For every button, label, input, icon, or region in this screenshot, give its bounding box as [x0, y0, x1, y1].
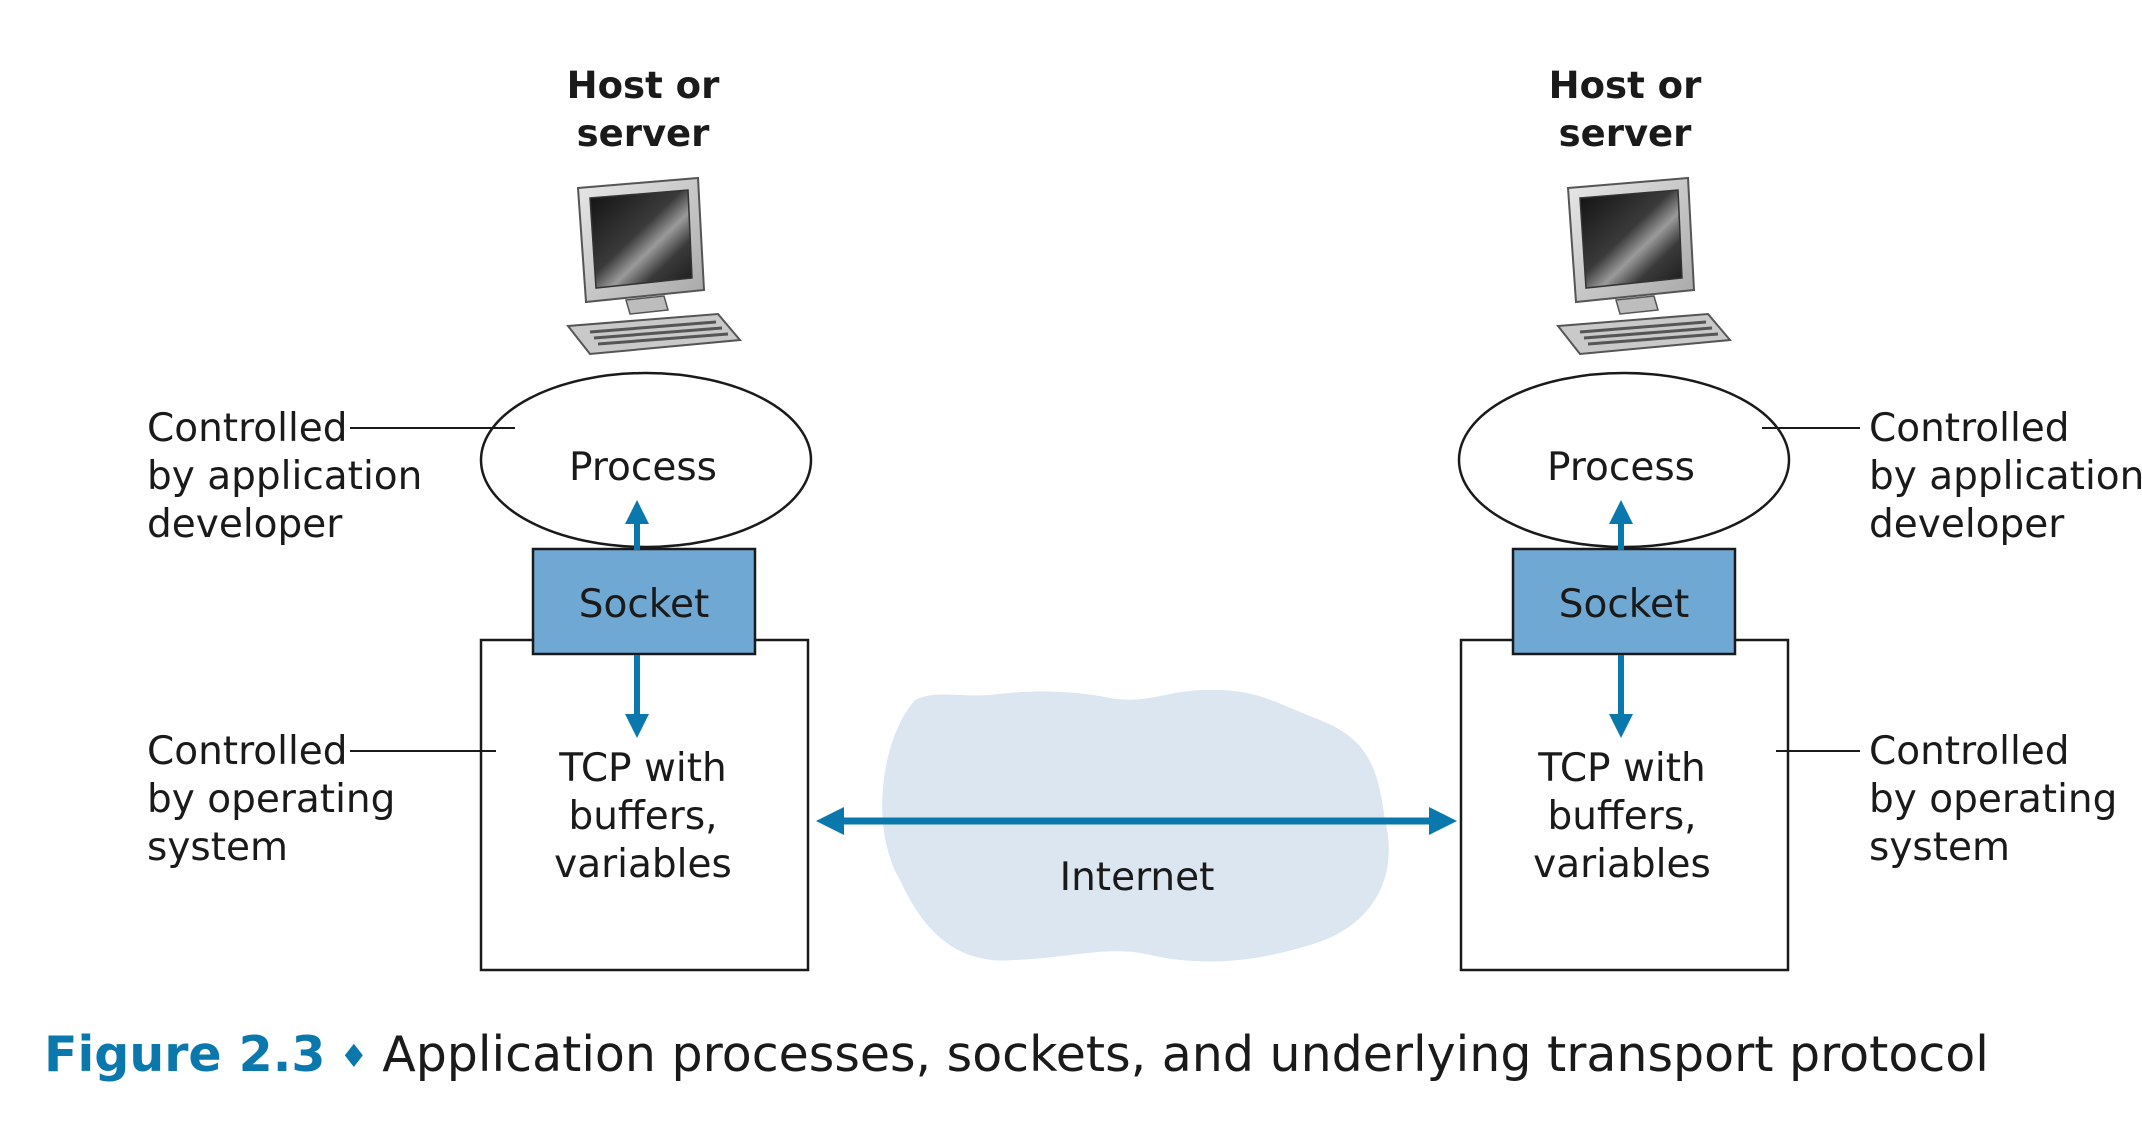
right-socket-box	[1511, 547, 1737, 656]
left-os-control-label-line1: Controlled	[147, 729, 348, 774]
right-app-control-label-line3: developer	[1869, 502, 2065, 547]
left-process-ellipse	[479, 371, 813, 549]
left-app-control-label-line3: developer	[147, 502, 343, 547]
left-tcp-box	[479, 638, 810, 972]
figure-number: Figure 2.3	[44, 1026, 326, 1083]
left-os-control-label-line2: by operating	[147, 777, 395, 822]
right-host: Host or server Process TCP with buffers,…	[1457, 64, 2142, 972]
left-socket-label: Socket	[579, 582, 710, 627]
left-host: Host or server Process TCP with buffers,…	[147, 64, 813, 972]
right-process-label: Process	[1547, 445, 1695, 490]
caption-separator: ♦	[340, 1037, 369, 1075]
left-tcp-label-line3: variables	[554, 842, 732, 887]
right-os-control-label-line2: by operating	[1869, 777, 2117, 822]
right-tcp-label-line2: buffers,	[1547, 794, 1696, 839]
left-os-control-label-line3: system	[147, 825, 288, 870]
left-socket-box	[531, 547, 757, 656]
right-app-control-label-line2: by application	[1869, 454, 2142, 499]
internet-cloud	[882, 689, 1389, 962]
right-computer-icon	[1556, 176, 1732, 356]
left-computer-icon	[566, 176, 742, 356]
left-process-label: Process	[569, 445, 717, 490]
left-app-control-label-line1: Controlled	[147, 406, 348, 451]
figure-caption: Figure 2.3 ♦ Application processes, socket…	[44, 1026, 1989, 1083]
left-host-label-line2: server	[577, 112, 711, 155]
internet-label: Internet	[1060, 855, 1215, 900]
right-os-control-label-line1: Controlled	[1869, 729, 2070, 774]
left-host-label-line1: Host or	[567, 64, 720, 107]
caption-text: Application processes, sockets, and unde…	[382, 1026, 1989, 1083]
right-tcp-label-line3: variables	[1533, 842, 1711, 887]
right-app-control-label-line1: Controlled	[1869, 406, 2070, 451]
right-host-label-line1: Host or	[1549, 64, 1702, 107]
right-socket-label: Socket	[1559, 582, 1690, 627]
left-tcp-label-line2: buffers,	[568, 794, 717, 839]
right-os-control-label-line3: system	[1869, 825, 2010, 870]
right-tcp-box	[1459, 638, 1790, 972]
right-host-label-line2: server	[1559, 112, 1693, 155]
right-tcp-label-line1: TCP with	[1537, 746, 1705, 791]
left-tcp-label-line1: TCP with	[558, 746, 726, 791]
left-app-control-label-line2: by application	[147, 454, 422, 499]
